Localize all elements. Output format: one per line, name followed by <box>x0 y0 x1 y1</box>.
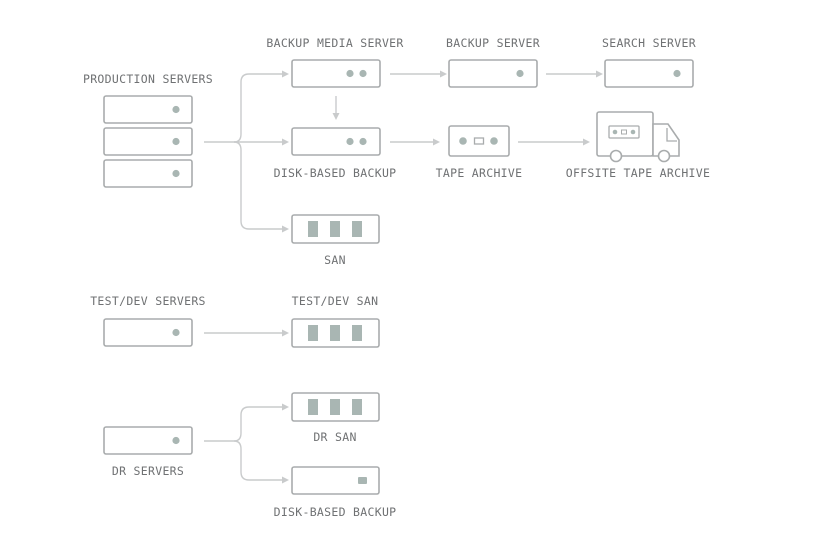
dr-disk-based-backup-label: DISK-BASED BACKUP <box>274 505 397 519</box>
dr-server-icon <box>103 426 193 455</box>
dr-connectors <box>204 403 289 484</box>
production-servers-label: PRODUCTION SERVERS <box>83 72 213 86</box>
branch-to-san-connector <box>233 141 282 230</box>
arrowhead <box>282 476 289 484</box>
dr-san-label: DR SAN <box>313 430 356 444</box>
test-dev-connectors <box>204 329 289 337</box>
tape-drive-icon <box>448 125 510 157</box>
branch-to-backup-media-connector <box>233 73 282 143</box>
arrowhead <box>282 70 289 78</box>
dr-to-san-connector <box>233 406 282 442</box>
arrowhead <box>596 70 603 78</box>
arrowhead <box>282 225 289 233</box>
dr-to-disk-backup-connector <box>233 440 282 481</box>
server-icon <box>103 159 193 188</box>
disk-based-backup-label: DISK-BASED BACKUP <box>274 166 397 180</box>
arrowhead <box>282 403 289 411</box>
dr-san-storage-array-icon <box>291 392 380 422</box>
search-server-label: SEARCH SERVER <box>602 36 696 50</box>
search-server-icon <box>604 59 694 88</box>
backup-server-label: BACKUP SERVER <box>446 36 540 50</box>
server-icon <box>103 127 193 156</box>
backup-media-server-label: BACKUP MEDIA SERVER <box>266 36 403 50</box>
disk-based-backup-icon <box>291 127 381 156</box>
production-servers-rack <box>103 95 193 188</box>
arrowhead <box>282 138 289 146</box>
server-icon <box>103 95 193 124</box>
arrowhead <box>332 113 340 120</box>
san-storage-array-icon <box>291 214 380 244</box>
truck-icon <box>596 111 680 163</box>
test-dev-san-storage-array-icon <box>291 318 380 348</box>
dr-disk-based-backup-icon <box>291 466 380 495</box>
arrowhead <box>440 70 447 78</box>
test-dev-server-icon <box>103 318 193 347</box>
arrowhead <box>433 138 440 146</box>
offsite-tape-archive-label: OFFSITE TAPE ARCHIVE <box>566 166 710 180</box>
test-dev-servers-label: TEST/DEV SERVERS <box>90 294 206 308</box>
san-label: SAN <box>324 253 346 267</box>
dr-servers-label: DR SERVERS <box>112 464 184 478</box>
arrowhead <box>282 329 289 337</box>
tape-archive-label: TAPE ARCHIVE <box>436 166 523 180</box>
production-connectors <box>204 70 603 233</box>
backup-server-icon <box>448 59 538 88</box>
arrowhead <box>583 138 590 146</box>
test-dev-san-label: TEST/DEV SAN <box>292 294 379 308</box>
backup-media-server-icon <box>291 59 381 88</box>
